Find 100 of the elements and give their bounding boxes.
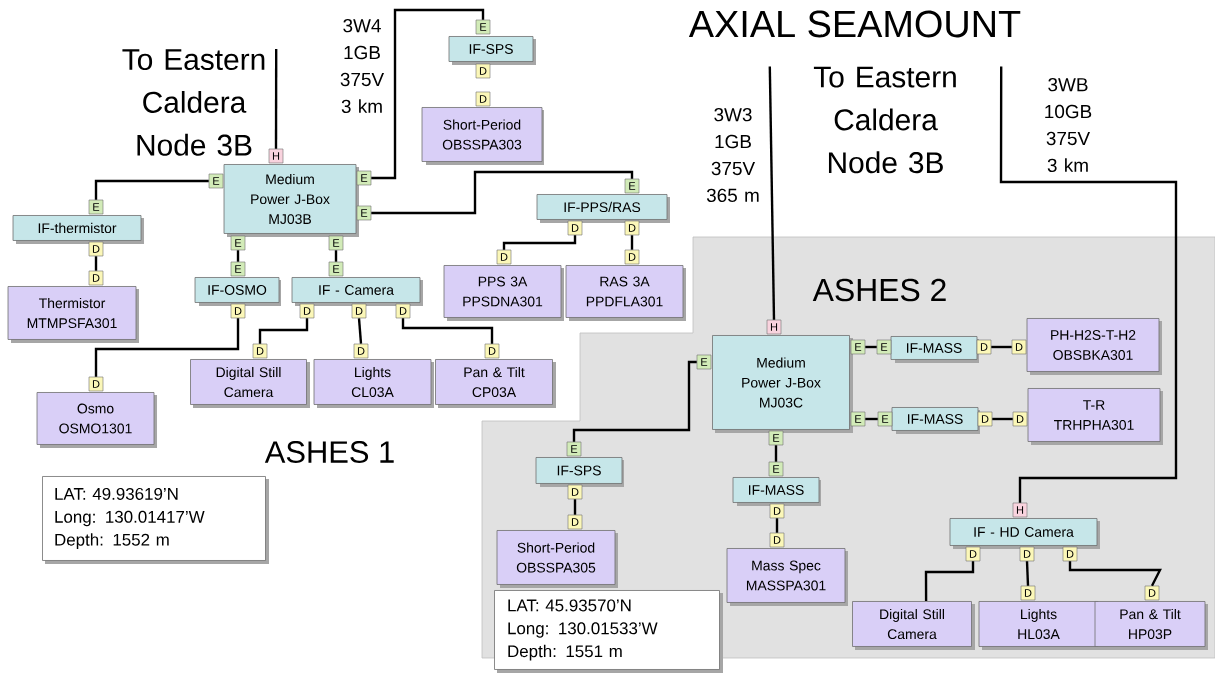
port-label: E [850,339,866,355]
port-label: D [230,303,246,319]
port-label: D [395,303,411,319]
port-label: E [230,235,246,251]
port-label: D [567,220,583,236]
port-label: D [1020,585,1036,601]
instrument-box: Pan & Tilt HP03P [1094,601,1208,650]
instrument-box: Pan & Tilt CP03A [435,359,556,408]
cable-label: 3W3 1GB 375V 365 m [706,107,759,203]
location-text: To Eastern Caldera Node 3B [813,66,956,174]
title-text: AXIAL SEAMOUNT [688,10,1021,38]
interface-box: IF-PPS/RAS [536,194,670,223]
cable-line [768,66,776,320]
port-label: D [1019,546,1035,562]
port-label: H [1012,502,1028,518]
port-label: E [356,205,372,221]
instrument-box: Digital Still Camera [190,359,310,408]
port-label: E [624,178,640,194]
cable-label: 3W4 1GB 375V 3 km [340,18,384,114]
cable-line [573,499,577,515]
interface-box: IF - Camera [291,277,423,306]
cable-line [775,518,779,533]
port-label: E [768,430,784,446]
instrument-box: Lights CL03A [313,359,434,408]
coordinates-box: LAT: 49.93619’N Long: 130.01417’W Depth: 1552 m [42,476,269,564]
port-label: D [496,249,512,265]
port-label: D [351,303,367,319]
coordinates-box: LAT: 45.93570’N Long: 130.01533’W Depth: 1551 m [494,590,723,673]
port-label: D [1012,411,1028,427]
port-label: D [88,270,104,286]
interface-box: Medium Power J-Box MJ03C [712,335,853,433]
interface-box: IF-thermistor [12,215,144,244]
port-label: E [328,235,344,251]
port-label: D [1062,546,1078,562]
instrument-box: Short-Period OBSSPA305 [496,530,618,588]
cable-line [999,66,1178,503]
port-label: D [1011,339,1027,355]
port-label: E [475,19,491,35]
cable-line [94,318,240,377]
port-label: D [976,339,992,355]
port-label: E [850,411,866,427]
instrument-box: PPS 3A PPSDNA301 [443,265,564,321]
port-label: D [88,241,104,257]
interface-box: IF - HD Camera [949,518,1100,549]
port-label: E [356,170,372,186]
instrument-box: PH-H2S-T-H2 OBSBKA301 [1026,318,1162,375]
port-label: D [88,376,104,392]
port-label: D [567,514,583,530]
instrument-box: T-R TRHPHA301 [1027,388,1163,445]
instrument-box: Digital Still Camera [852,601,975,650]
port-label: D [977,411,993,427]
port-label: D [567,484,583,500]
port-label: H [268,148,284,164]
port-label: E [696,354,712,370]
port-label: D [769,532,785,548]
instrument-box: RAS 3A PPDFLA301 [565,265,686,321]
port-label: D [475,63,491,79]
port-label: D [299,303,315,319]
cable-line [1025,561,1030,586]
cable-line [274,49,278,149]
instrument-box: Thermistor MTMPSFA301 [7,286,139,343]
cable-line [236,250,240,262]
port-label: E [328,261,344,277]
cable-label: 3WB 10GB 375V 3 km [1045,77,1092,173]
cable-line [991,345,1012,349]
cable-line [94,179,209,200]
cable-line [371,170,634,215]
cable-line [357,318,363,344]
cable-line [630,235,634,250]
cable-line [924,561,975,602]
port-label: D [353,343,369,359]
port-label: D [484,343,500,359]
port-label: E [566,441,582,457]
port-label: D [769,503,785,519]
instrument-box: Osmo OSMO1301 [36,392,157,448]
site-label: ASHES 1 [264,441,394,463]
port-label: D [624,249,640,265]
port-label: E [88,199,104,215]
interface-box: Medium Power J-Box MJ03B [223,164,359,237]
instrument-box: Mass Spec MASSPA301 [726,548,848,606]
port-label: E [208,173,224,189]
port-label: E [230,261,246,277]
port-label: D [965,546,981,562]
cable-line [94,256,98,271]
cable-line [401,318,494,344]
cable-line [865,345,877,349]
cable-line [992,417,1013,421]
port-label: D [1144,585,1160,601]
port-label: D [475,91,491,107]
cable-line [865,417,878,421]
instrument-box: Lights HL03A [978,601,1101,650]
port-label: D [624,220,640,236]
cable-line [258,318,309,344]
cable-line [334,250,338,262]
port-label: E [877,411,893,427]
cable-line [502,235,577,250]
port-label: H [766,319,782,335]
port-label: E [876,339,892,355]
port-label: E [768,461,784,477]
cable-line [572,360,697,442]
